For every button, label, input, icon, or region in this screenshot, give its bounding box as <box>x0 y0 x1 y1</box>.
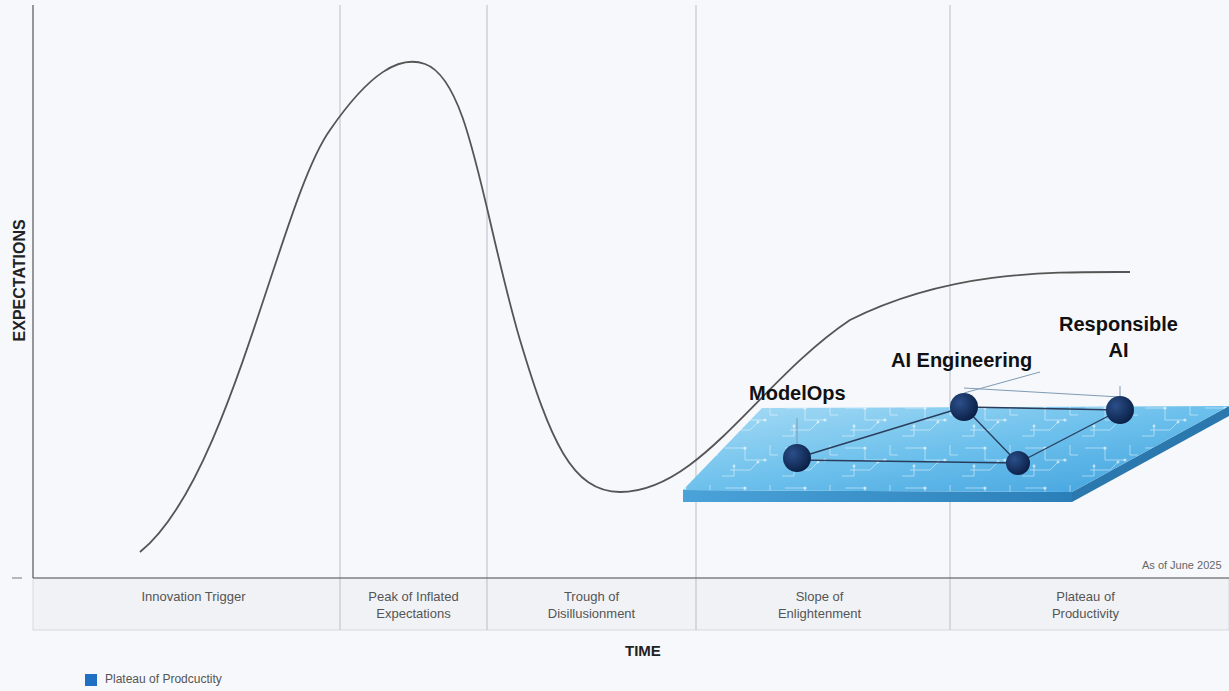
network-dots <box>783 393 1134 475</box>
axis-title: TIME <box>625 641 661 661</box>
y-axis <box>32 5 33 578</box>
board-front <box>683 490 1072 502</box>
phase-dividers <box>340 5 950 630</box>
phase-label: Innovation Trigger <box>141 589 246 606</box>
circuit-board <box>683 406 1229 492</box>
phase-label: Slope of Enlightenment <box>767 589 872 623</box>
technology-label: ModelOps <box>749 380 846 406</box>
axis-tick <box>12 578 22 579</box>
technology-label: AI Engineering <box>891 347 1032 373</box>
phase-label: Plateau of Productivity <box>1033 589 1138 623</box>
x-axis <box>33 577 1229 578</box>
legend-swatch <box>85 674 97 686</box>
legend-text: Plateau of Prodcuctity <box>105 672 222 688</box>
axis-title: EXPECTATIONS <box>10 219 31 341</box>
phase-band <box>33 578 1229 630</box>
phase-label: Trough of Disillusionment <box>539 589 644 623</box>
technology-label: Responsible AI <box>1051 311 1186 363</box>
phase-label: Peak of Inflated Expectations <box>361 589 466 623</box>
date-note: As of June 2025 <box>1142 558 1222 572</box>
circuit-traces <box>683 406 1229 492</box>
